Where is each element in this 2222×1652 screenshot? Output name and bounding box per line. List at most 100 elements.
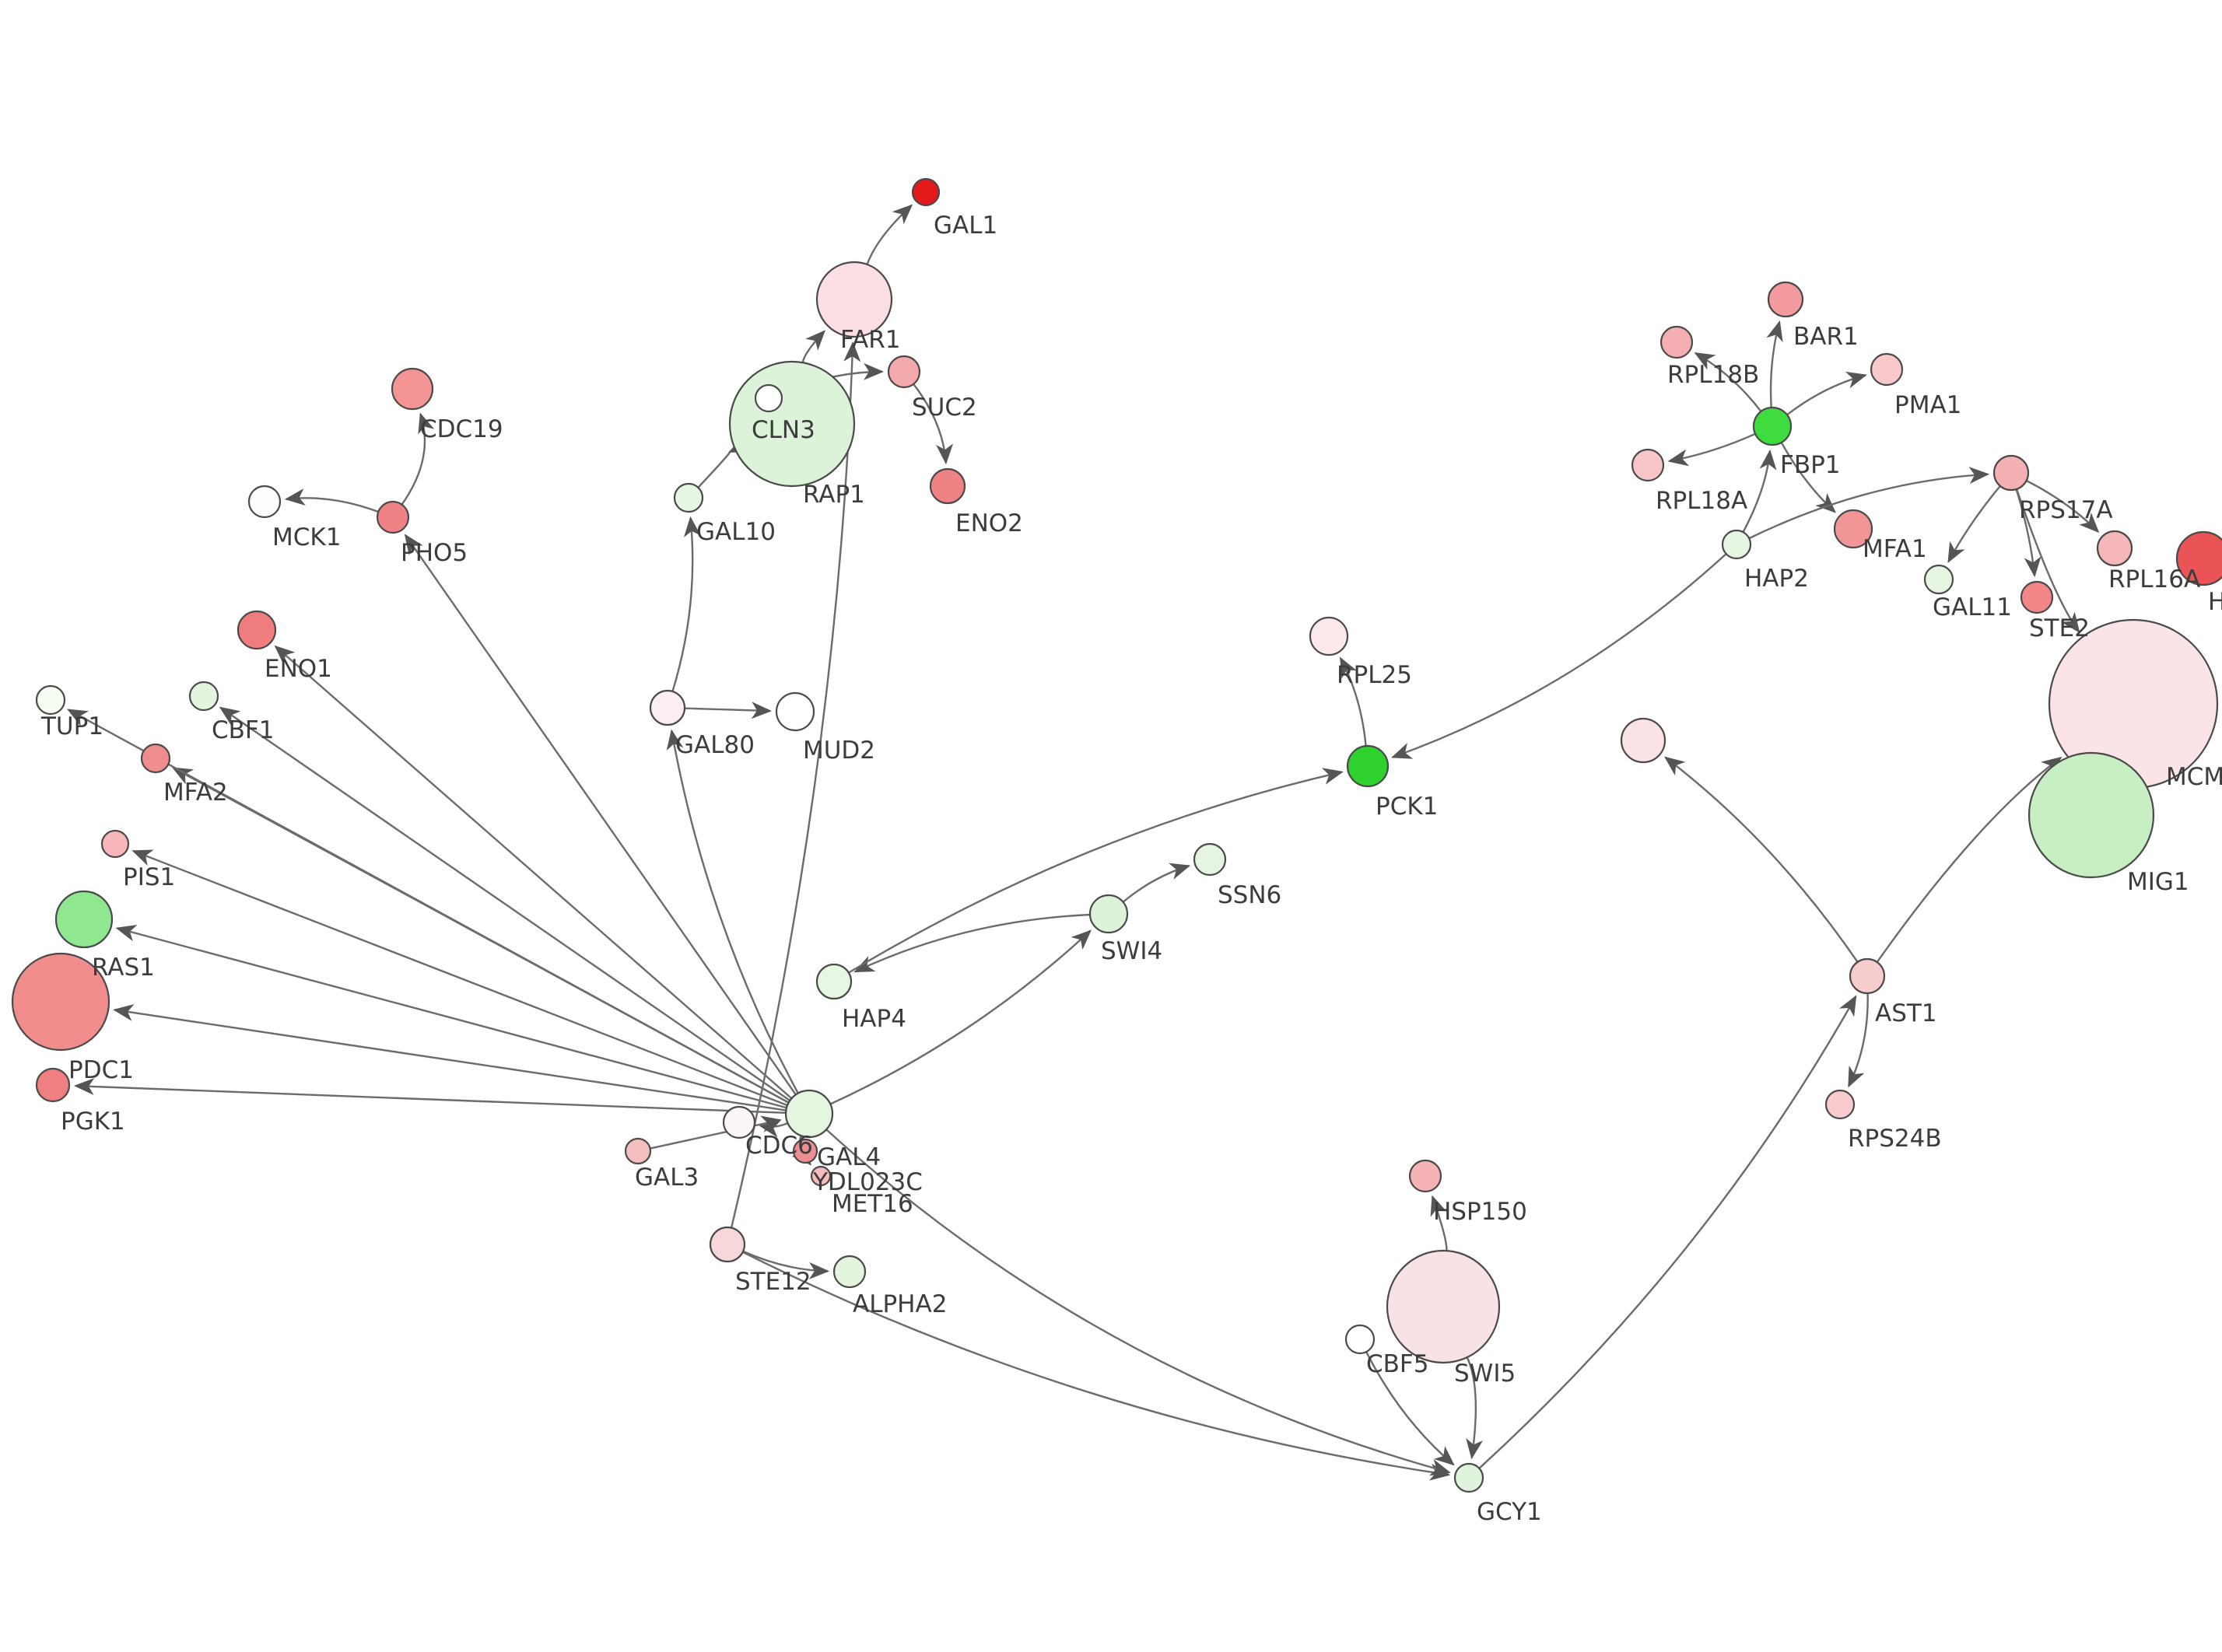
- node-PHO5[interactable]: [376, 500, 410, 534]
- node-CBF1[interactable]: [188, 681, 219, 712]
- node-AST1[interactable]: [1849, 957, 1886, 995]
- node-RAS1[interactable]: [54, 890, 114, 949]
- edge-SWI5-HSP150: [1430, 1195, 1448, 1251]
- label-AST1: AST1: [1875, 999, 1937, 1027]
- node-GAL11[interactable]: [1923, 564, 1954, 595]
- label-PCK1: PCK1: [1376, 793, 1438, 821]
- node-HAP2[interactable]: [1721, 529, 1752, 560]
- label-SWI5: SWI5: [1454, 1360, 1516, 1388]
- node-RPL18B[interactable]: [1659, 325, 1694, 359]
- label-GAL80: GAL80: [675, 731, 755, 759]
- label-MFA2: MFA2: [163, 779, 228, 807]
- node-MFA1[interactable]: [1833, 509, 1873, 549]
- label-RAP1: RAP1: [803, 481, 865, 509]
- edge-AST1-MCM1: [1876, 756, 2063, 963]
- label-MCK1: MCK1: [272, 523, 341, 551]
- label-PMA1: PMA1: [1894, 391, 1961, 419]
- node-MUD2[interactable]: [775, 691, 815, 732]
- node-HIS4[interactable]: [2175, 530, 2222, 586]
- node-GAL1[interactable]: [911, 177, 941, 207]
- node-CDC6[interactable]: [722, 1105, 756, 1139]
- edge-SUC2-ENO2: [913, 383, 954, 465]
- label-HAP4: HAP4: [842, 1005, 906, 1033]
- node-FAR1[interactable]: [815, 261, 893, 338]
- node-ALPHA2[interactable]: [832, 1255, 867, 1289]
- node-RPS17A[interactable]: [1992, 454, 2030, 492]
- label-FAR1: FAR1: [840, 326, 900, 354]
- node-RPL16A[interactable]: [2096, 530, 2133, 567]
- node-RPL25[interactable]: [1309, 616, 1349, 656]
- label-GAL1: GAL1: [934, 212, 997, 240]
- edge-GAL80-MUD2: [684, 702, 773, 719]
- label-ALPHA2: ALPHA2: [853, 1290, 947, 1318]
- node-RAP1[interactable]: [754, 383, 783, 413]
- label-PHO5: PHO5: [401, 539, 468, 567]
- node-PGK1[interactable]: [35, 1067, 71, 1103]
- node-RPS24B[interactable]: [1824, 1089, 1856, 1120]
- label-FBP1: FBP1: [1780, 451, 1841, 479]
- label-RPS17A: RPS17A: [2019, 496, 2113, 524]
- label-GAL10: GAL10: [696, 518, 776, 546]
- node-YDL023C[interactable]: [792, 1138, 818, 1164]
- node-PMA1[interactable]: [1870, 352, 1904, 387]
- edge-GAL4-TUP1: [67, 709, 790, 1104]
- edge-GCY1-AST1: [1478, 995, 1857, 1469]
- node-MCK1[interactable]: [247, 485, 282, 519]
- node-SUC2[interactable]: [887, 355, 921, 389]
- node-GAL80[interactable]: [649, 689, 686, 726]
- label-MIG1: MIG1: [2127, 868, 2189, 896]
- node-CDC19[interactable]: [391, 367, 434, 411]
- node-GCY1[interactable]: [1453, 1462, 1484, 1493]
- label-GCY1: GCY1: [1477, 1498, 1542, 1526]
- node-SSN6[interactable]: [1193, 842, 1227, 877]
- edge-CBF5-GCY1: [1365, 1351, 1455, 1466]
- node-BAR1[interactable]: [1767, 281, 1804, 318]
- node-PIS1[interactable]: [100, 829, 130, 859]
- edge-SWI4-HAP4: [853, 913, 1091, 973]
- node-CBF5[interactable]: [1344, 1324, 1376, 1355]
- node-STE12[interactable]: [709, 1226, 746, 1263]
- label-RPL16A: RPL16A: [2108, 565, 2200, 593]
- node-HSP150[interactable]: [1408, 1159, 1442, 1193]
- node-MIG1[interactable]: [2027, 751, 2155, 879]
- node-HAP4[interactable]: [815, 963, 853, 1000]
- label-TUP1: TUP1: [40, 712, 103, 740]
- edge-STE12-ALPHA2: [742, 1250, 830, 1279]
- node-ENO2[interactable]: [929, 467, 966, 505]
- node-GAL3[interactable]: [624, 1137, 652, 1165]
- node-NODE1[interactable]: [1620, 717, 1666, 764]
- label-MFA1: MFA1: [1863, 535, 1927, 563]
- node-GAL10[interactable]: [673, 482, 704, 513]
- node-PCK1[interactable]: [1346, 744, 1390, 788]
- label-CBF1: CBF1: [212, 716, 274, 744]
- edge-PHO5-MCK1: [284, 488, 379, 513]
- node-SWI4[interactable]: [1088, 894, 1129, 934]
- node-MFA2[interactable]: [140, 743, 171, 774]
- label-PGK1: PGK1: [61, 1108, 125, 1136]
- edge-FBP1-RPL18A: [1667, 432, 1756, 467]
- label-SSN6: SSN6: [1218, 881, 1281, 909]
- edge-GAL80-GAL10: [671, 516, 701, 692]
- node-TUP1[interactable]: [35, 684, 66, 716]
- node-MET16[interactable]: [810, 1165, 832, 1187]
- label-CBF5: CBF5: [1366, 1350, 1428, 1378]
- node-FBP1[interactable]: [1752, 406, 1793, 446]
- edge-AST1-NODE1: [1664, 756, 1859, 963]
- edge-AST1-RPS24B: [1848, 992, 1869, 1088]
- label-PIS1: PIS1: [123, 863, 175, 891]
- edge-PCK1-RPL25: [1339, 656, 1367, 747]
- edge-GAL10-CLN3: [697, 436, 751, 488]
- label-HSP150: HSP150: [1433, 1198, 1527, 1226]
- edge-HAP2-RPS17A: [1748, 467, 1990, 540]
- node-GAL4[interactable]: [784, 1089, 834, 1139]
- edge-RPS17A-RPL16A: [2026, 479, 2100, 534]
- node-ENO1[interactable]: [237, 610, 277, 650]
- label-RPS24B: RPS24B: [1848, 1125, 1942, 1153]
- node-RPL18A[interactable]: [1631, 448, 1665, 482]
- node-STE2[interactable]: [2020, 580, 2054, 614]
- node-SWI5[interactable]: [1386, 1249, 1501, 1364]
- edge-GAL4-PIS1: [131, 849, 788, 1107]
- edge-GAL4-ENO1: [274, 645, 793, 1100]
- node-PDC1[interactable]: [11, 952, 110, 1052]
